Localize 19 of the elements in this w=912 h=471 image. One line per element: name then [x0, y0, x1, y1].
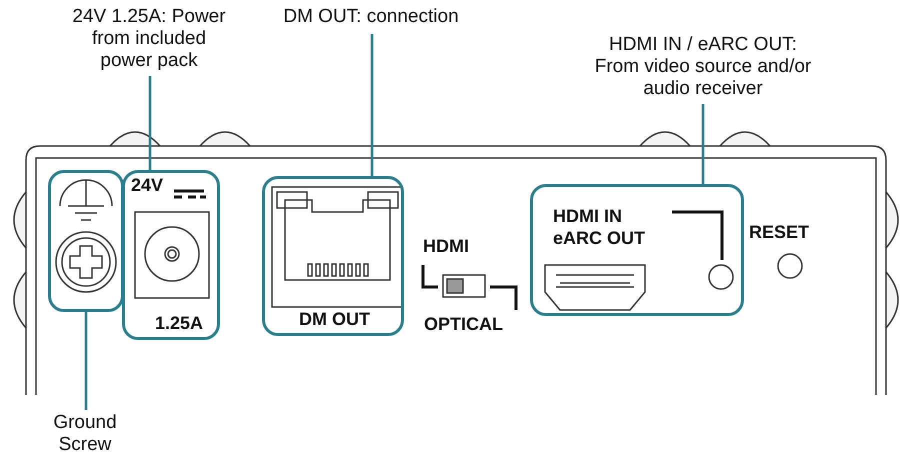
leader-line [370, 34, 374, 176]
highlight-box [262, 176, 404, 336]
port-label: 24V [131, 175, 164, 196]
panel-label: OPTICAL [424, 314, 503, 335]
port-label: 1.25A [155, 313, 204, 334]
leader-line [702, 104, 704, 184]
panel-label: HDMI [423, 236, 469, 257]
callout-text: Ground Screw [30, 412, 140, 462]
port-label: HDMI IN eARC OUT [553, 205, 646, 249]
callout-text: 24V 1.25A: Power from included power pack [65, 6, 233, 74]
highlight-box [48, 170, 124, 312]
highlight-box [530, 184, 744, 316]
panel-label: RESET [749, 222, 810, 243]
leader-line [84, 312, 88, 410]
port-label: DM OUT [299, 309, 370, 330]
leader-line [148, 76, 152, 170]
highlight-box [122, 170, 220, 340]
callout-text: HDMI IN / eARC OUT: From video source and/or audio receiver [594, 34, 812, 102]
callout-text: DM OUT: connection [266, 6, 476, 32]
